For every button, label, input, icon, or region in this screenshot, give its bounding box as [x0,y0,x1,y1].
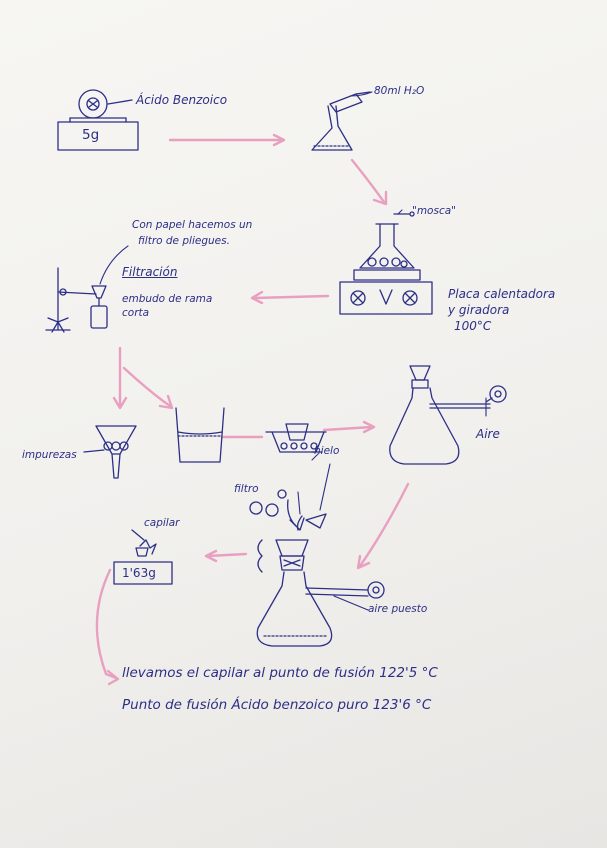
text-line-1: llevamos el capilar al punto de fusión 1… [122,666,438,681]
label-filtracion: Filtración [122,266,177,279]
label-embudo-1: embudo de rama [122,294,212,306]
arrow-flask-to-balance [208,554,246,556]
label-embudo-2: corta [122,308,149,320]
filtration-stand-icon [46,246,128,332]
label-impurezas: impurezas [22,450,77,462]
label-water: 80ml H₂O [374,86,424,98]
leader-lines [298,92,486,610]
label-capilar: capilar [144,518,179,530]
impurities-funnel-icon [84,426,136,478]
arrow-filtration-branch [124,368,170,406]
text-line-2: Punto de fusión Ácido benzoico puro 123'… [122,698,431,713]
label-hielo: hielo [314,446,339,458]
label-mosca: "mosca" [412,206,456,218]
benzoic-acid-roll-icon [79,90,132,118]
arrow-balance-to-text [97,570,116,678]
label-placa-2: y giradora [448,304,509,317]
label-acido-benzoico: Ácido Benzoico [136,94,227,107]
label-papel-note-1: Con papel hacemos un [132,220,252,232]
label-papel-note-2: filtro de pliegues. [138,236,230,248]
label-balance-mass-2: 1'63g [122,567,156,580]
arrow-flask-to-flask [360,484,408,566]
buchner-flask-1-icon [390,366,506,464]
arrow-bath-to-flask [324,427,372,430]
flow-arrows [97,135,408,684]
arrow-hotplate-to-filtration [254,296,328,298]
filter-paper-icon [250,490,326,530]
arrow-flask-to-hotplate [352,160,384,202]
flask-water-icon [312,92,370,150]
hotplate-flask-icon [340,212,432,314]
label-placa-1: Placa calentadora [448,288,555,301]
beaker-icon [176,408,224,462]
label-balance-mass-1: 5g [82,128,99,143]
label-aire: Aire [476,428,500,441]
buchner-flask-2-icon [257,540,384,646]
label-filtro: filtro [234,484,259,496]
label-temp: 100°C [454,320,491,333]
label-aire-puesto: aire puesto [368,604,427,616]
